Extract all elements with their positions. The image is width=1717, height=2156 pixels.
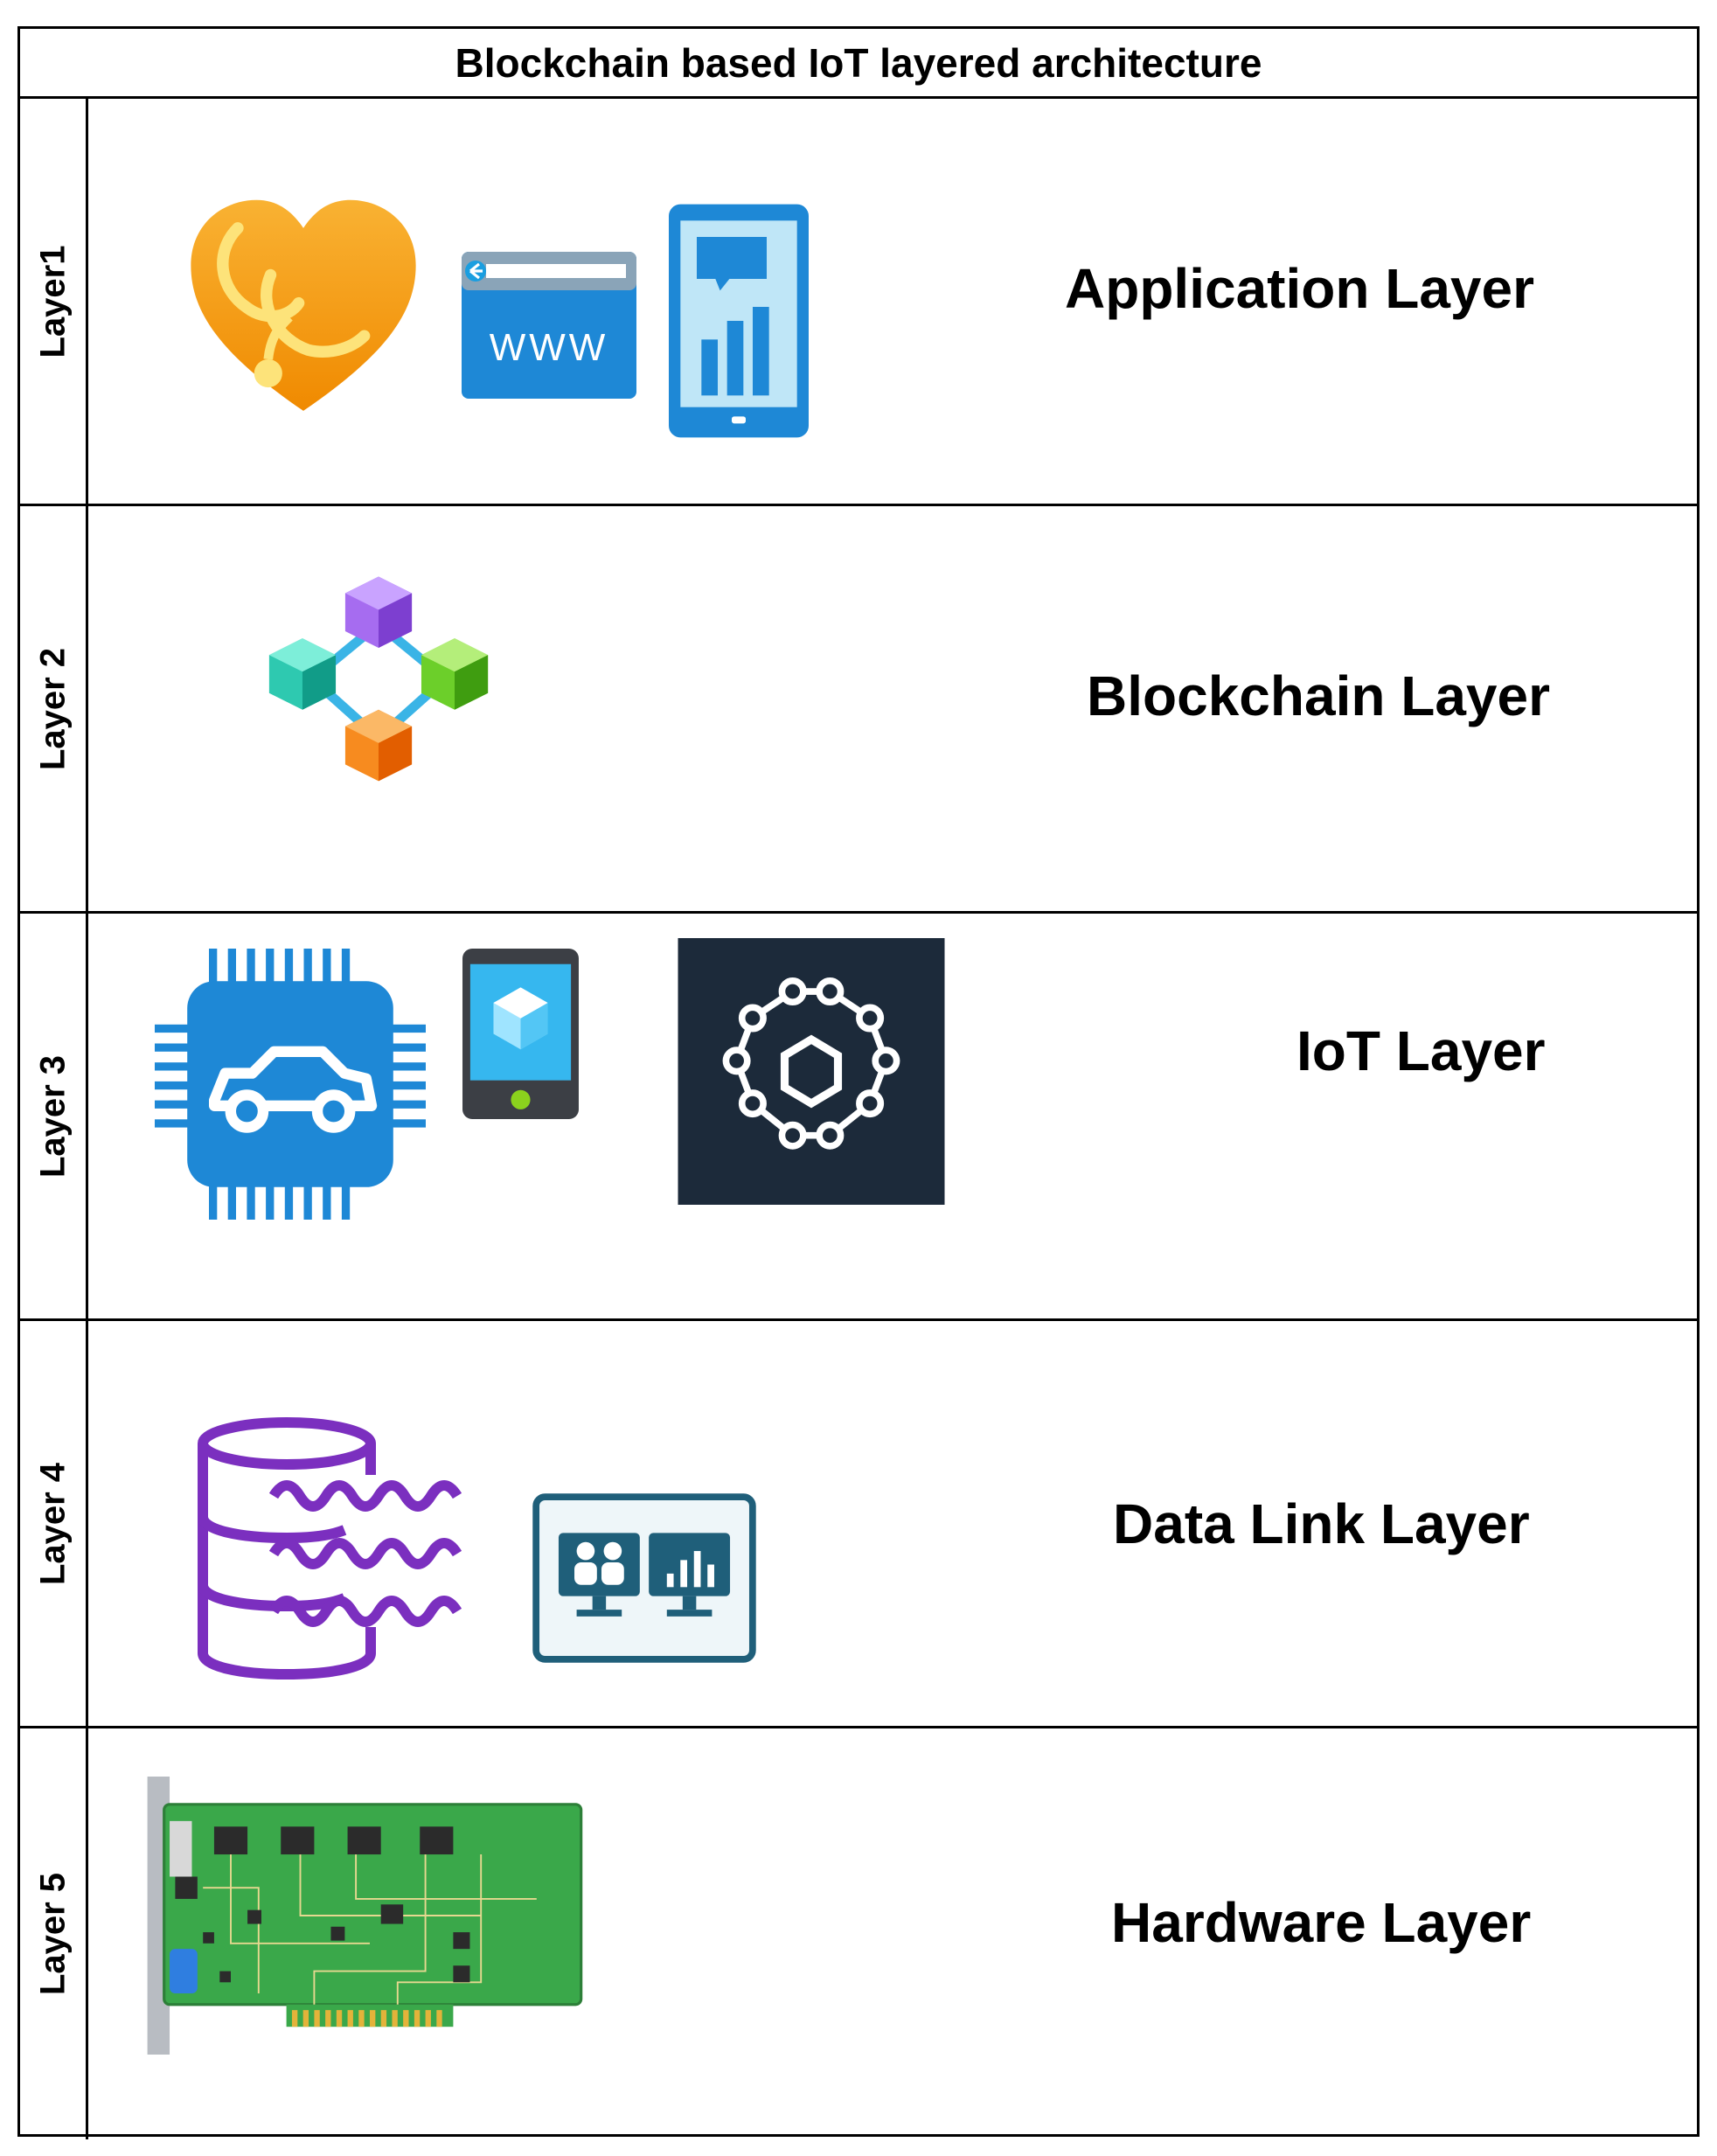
heart-stethoscope-icon xyxy=(186,195,421,421)
automotive-chip-icon xyxy=(151,949,429,1220)
layer-name: IoT Layer xyxy=(1296,1019,1546,1082)
layer-name: Application Layer xyxy=(1065,257,1534,320)
layer-side-label: Layer 4 xyxy=(33,1462,72,1585)
layer-row-5: Layer 5 Hardware Layer xyxy=(20,1728,1697,2139)
architecture-table: Blockchain based IoT layered architectur… xyxy=(17,26,1700,2139)
layer-side-label: Layer 3 xyxy=(33,1054,72,1178)
blockchain-network-icon xyxy=(256,572,501,810)
database-stream-icon xyxy=(195,1417,483,1680)
layer-name: Blockchain Layer xyxy=(1087,664,1550,727)
layer-row-2: Layer 2 xyxy=(20,506,1697,914)
layer-name: Data Link Layer xyxy=(1113,1492,1530,1555)
layer-side-label: Layer 2 xyxy=(33,647,72,770)
layer-side-label: Layer 5 xyxy=(33,1872,72,1996)
circuit-board-icon xyxy=(147,1777,593,2055)
layer-side-label: Layer1 xyxy=(33,245,72,358)
layer-side-cell: Layer 3 xyxy=(20,914,88,1318)
web-browser-icon: WWW xyxy=(462,252,636,399)
iot-hub-icon xyxy=(676,938,947,1205)
diagram-title: Blockchain based IoT layered architectur… xyxy=(20,29,1697,99)
layer-row-4: Layer 4 xyxy=(20,1321,1697,1728)
mobile-device-icon xyxy=(462,949,580,1119)
layer-side-cell: Layer 4 xyxy=(20,1321,88,1726)
layer-side-cell: Layer 5 xyxy=(20,1728,88,2139)
layer-side-cell: Layer1 xyxy=(20,99,88,504)
mobile-analytics-icon xyxy=(669,204,809,438)
layer-row-3: Layer 3 xyxy=(20,914,1697,1321)
layer-side-cell: Layer 2 xyxy=(20,506,88,911)
layer-row-1: Layer1 WWW xyxy=(20,99,1697,506)
svg-text:WWW: WWW xyxy=(490,326,609,369)
monitoring-dashboard-icon xyxy=(532,1492,757,1665)
layer-name: Hardware Layer xyxy=(1111,1891,1532,1954)
